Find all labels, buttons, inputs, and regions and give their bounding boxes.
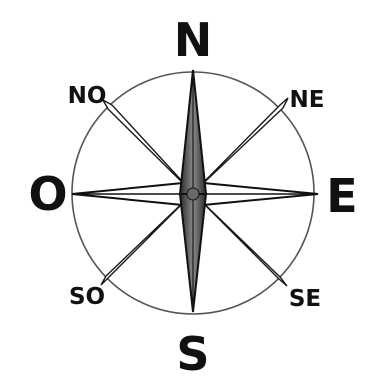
label-southwest: SO bbox=[69, 284, 105, 310]
label-south: S bbox=[176, 327, 209, 381]
compass-center-hub bbox=[187, 188, 199, 200]
label-west: O bbox=[28, 167, 67, 221]
needle-southwest bbox=[101, 193, 193, 285]
label-southeast: SE bbox=[289, 286, 321, 312]
needle-southeast bbox=[193, 193, 287, 286]
label-north: N bbox=[174, 13, 213, 67]
label-northeast: NE bbox=[290, 87, 325, 113]
needle-northeast bbox=[193, 98, 288, 193]
needle-northwest bbox=[103, 100, 193, 193]
label-northwest: NO bbox=[68, 83, 107, 109]
label-east: E bbox=[326, 169, 357, 223]
